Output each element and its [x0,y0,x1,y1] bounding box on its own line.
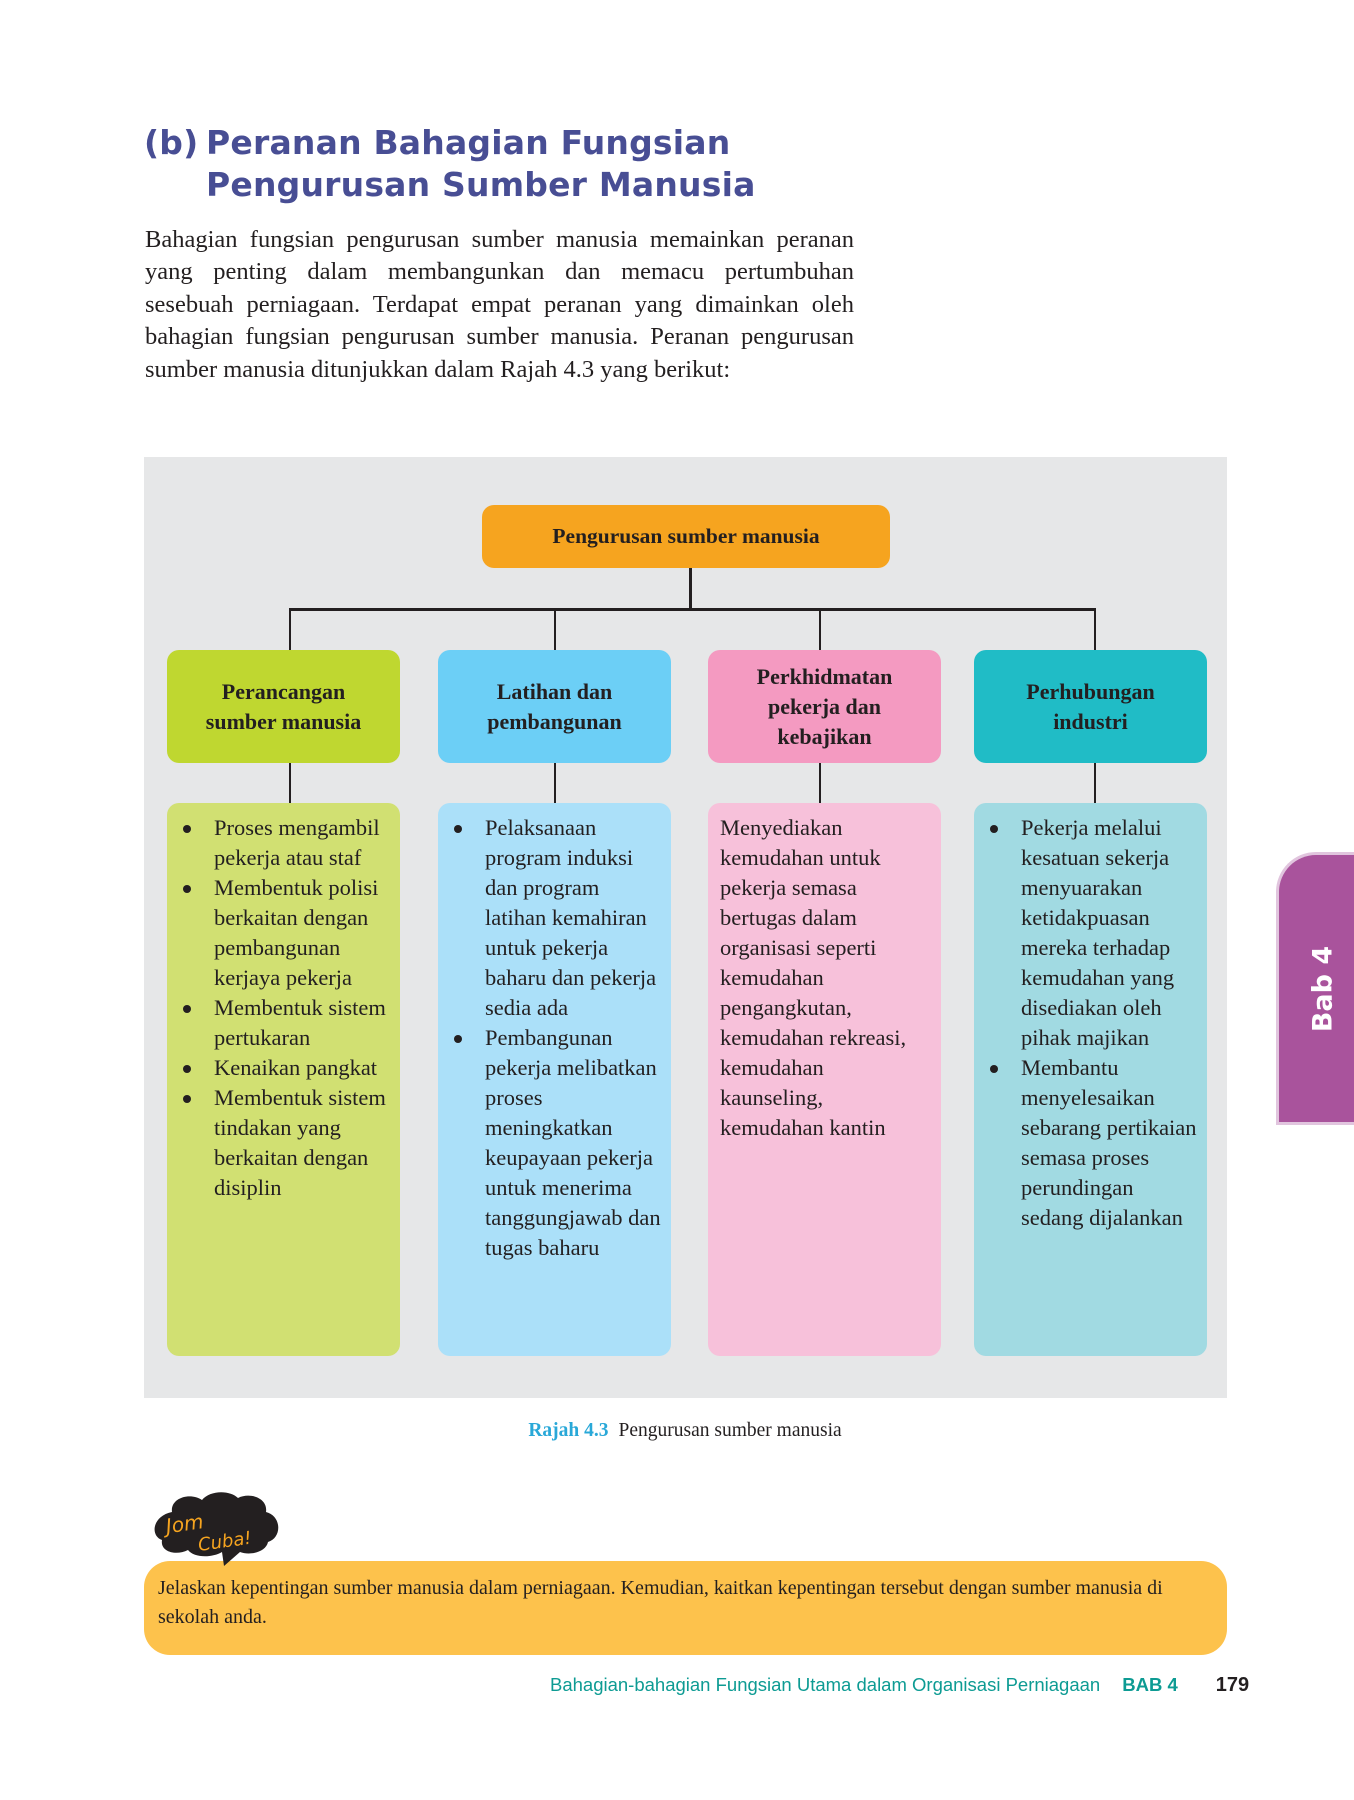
figure-number: Rajah 4.3 [528,1420,609,1441]
connector-branch-2 [554,608,556,650]
figure-caption-text: Pengurusan sumber manusia [618,1420,842,1441]
connector-branch-1 [289,608,291,650]
jom-cuba-badge-icon: Jom Cuba! [154,1492,279,1566]
bullet-item: Membentuk sistem tindakan yang berkaitan… [179,1083,390,1203]
connector-trunk [689,568,692,610]
bullet-item: Pelaksanaan program induksi dan program … [450,813,661,1023]
branch-body-perancangan: Proses mengambil pekerja atau staf Membe… [167,803,400,1356]
connector-body-2 [554,763,556,803]
footer-chapter-label: BAB 4 [1122,1674,1178,1695]
chapter-tab-label: Bab 4 [1307,945,1338,1032]
section-heading: (b) Peranan Bahagian Fungsian Pengurusan… [144,122,756,206]
section-label: (b) [144,123,199,162]
bullet-item: Pembangunan pekerja melibatkan proses me… [450,1023,661,1263]
connector-horizontal [289,608,1096,611]
connector-branch-3 [819,608,821,650]
branch-body-perkhidmatan: Menyediakan kemudahan untuk pekerja sema… [708,803,941,1356]
chapter-side-tab: Bab 4 [1276,852,1354,1125]
bullet-item: Membentuk sistem pertukaran [179,993,390,1053]
activity-box: Jelaskan kepentingan sumber manusia dala… [144,1561,1227,1655]
connector-branch-4 [1094,608,1096,650]
connector-body-4 [1094,763,1096,803]
branch-body-latihan: Pelaksanaan program induksi dan program … [438,803,671,1356]
section-title-line1: Peranan Bahagian Fungsian [206,123,731,162]
bullet-item: Kenaikan pangkat [179,1053,390,1083]
page-footer: Bahagian-bahagian Fungsian Utama dalam O… [550,1672,1249,1698]
footer-chapter-title: Bahagian-bahagian Fungsian Utama dalam O… [550,1674,1101,1695]
bullet-item: Pekerja melalui kesatuan sekerja menyuar… [986,813,1197,1053]
svg-text:Jom: Jom [160,1509,205,1539]
intro-paragraph: Bahagian fungsian pengurusan sumber manu… [145,226,854,383]
activity-text: Jelaskan kepentingan sumber manusia dala… [158,1577,1163,1628]
connector-body-1 [289,763,291,803]
branch-body-perhubungan: Pekerja melalui kesatuan sekerja menyuar… [974,803,1207,1356]
connector-body-3 [819,763,821,803]
page-number: 179 [1215,1673,1250,1696]
bullet-item: Membentuk polisi berkaitan dengan pemban… [179,873,390,993]
root-node: Pengurusan sumber manusia [482,505,890,568]
bullet-item: Membantu menyelesaikan sebarang pertikai… [986,1053,1197,1233]
figure-caption: Rajah 4.3 Pengurusan sumber manusia [0,1420,1354,1442]
branch-text: Menyediakan kemudahan untuk pekerja sema… [720,815,907,1140]
section-title-line2: Pengurusan Sumber Manusia [206,165,756,204]
bullet-item: Proses mengambil pekerja atau staf [179,813,390,873]
